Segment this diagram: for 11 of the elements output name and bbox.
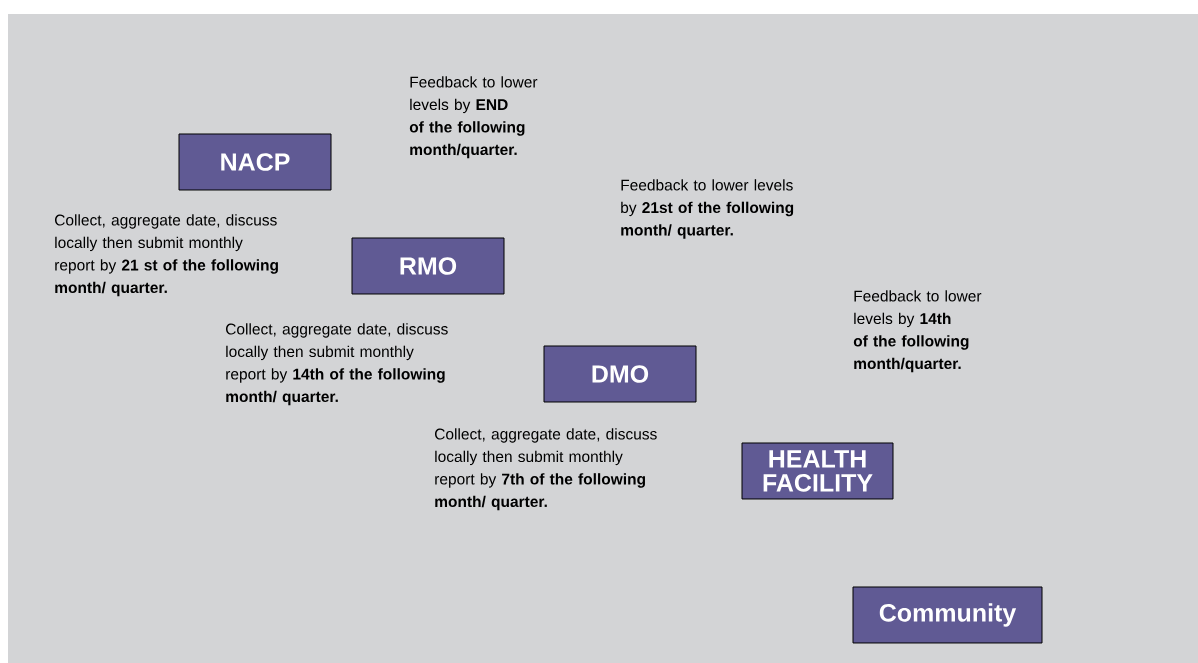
note-text: Collect, aggregate date, discuss locally then submit monthly report by 21 st of the following month/ quarter.: [55, 214, 278, 297]
note-text: Collect, aggregate date, discuss locally then submit monthly report by 7th of the following month/ quarter.: [435, 428, 657, 511]
note-text: Feedback to lower levels by END of the following month/quarter.: [409, 76, 538, 159]
note-text: Feedback to lower levels by 14th of the following month/quarter.: [853, 290, 982, 373]
level-box: DMO: [543, 345, 697, 403]
level-box: NACP: [178, 133, 332, 191]
level-box: Community: [852, 586, 1043, 644]
note-text: Feedback to lower levels by 21st of the following month/ quarter.: [621, 179, 794, 239]
note-text: Collect, aggregate date, discuss locally then submit monthly report by 14th of the following month/ quarter.: [226, 323, 448, 406]
level-box: HEALTH FACILITY: [741, 442, 894, 500]
level-box: RMO: [351, 237, 505, 295]
